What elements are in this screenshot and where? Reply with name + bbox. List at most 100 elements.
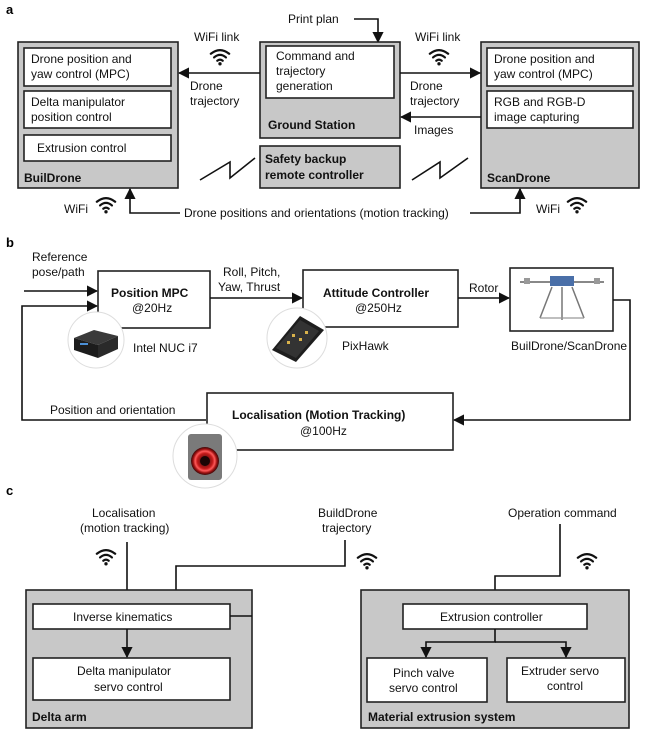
attitude-controller-box bbox=[302, 269, 459, 328]
panel-a: a Print plan Drone position and yaw cont… bbox=[6, 2, 640, 220]
reference-line2: pose/path bbox=[32, 265, 85, 279]
command-line3: generation bbox=[276, 79, 333, 93]
position-mpc-box bbox=[97, 270, 211, 329]
extrusion-control-module bbox=[23, 134, 172, 162]
panel-b: b Reference pose/path Position MPC @20Hz… bbox=[6, 235, 631, 489]
extrusion-system-title: Material extrusion system bbox=[368, 710, 515, 724]
command-line2: trajectory bbox=[276, 64, 325, 78]
wifi-link-left-label: WiFi link bbox=[194, 30, 240, 44]
intel-nuc-label: Intel NUC i7 bbox=[133, 341, 198, 355]
builddrone-mpc-line2: yaw control (MPC) bbox=[31, 67, 130, 81]
inverse-kinematics-label: Inverse kinematics bbox=[73, 610, 172, 624]
drone-traj-left-line1: Drone bbox=[190, 79, 223, 93]
builddrone-mpc-module bbox=[23, 47, 172, 87]
extruder-servo-box bbox=[506, 657, 626, 703]
ground-station-title: Ground Station bbox=[268, 118, 355, 132]
to-pinch-valve-arrow bbox=[420, 629, 496, 659]
builddrone-traj-line2: trajectory bbox=[322, 521, 371, 535]
reference-line1: Reference bbox=[32, 250, 88, 264]
rpyt-line2: Yaw, Thrust bbox=[218, 280, 281, 294]
wifi-right-label: WiFi bbox=[536, 202, 560, 216]
drone-traj-right-line1: Drone bbox=[410, 79, 443, 93]
safety-link-right-zigzag bbox=[411, 157, 469, 181]
localisation-label: Localisation (Motion Tracking) bbox=[232, 408, 405, 422]
scandrone-mpc-line1: Drone position and bbox=[494, 52, 595, 66]
drone-traj-right-line2: trajectory bbox=[410, 94, 459, 108]
panel-b-letter: b bbox=[6, 235, 14, 250]
intel-nuc-image bbox=[67, 311, 125, 369]
builddrone-title: BuilDrone bbox=[24, 171, 82, 185]
pinch-valve-box bbox=[366, 657, 488, 703]
command-line1: Command and bbox=[276, 49, 355, 63]
operation-command-label: Operation command bbox=[508, 506, 617, 520]
scandrone-title: ScanDrone bbox=[487, 171, 551, 185]
wifi-left-label: WiFi bbox=[64, 202, 88, 216]
pinch-valve-line2: servo control bbox=[389, 681, 458, 695]
extruder-servo-line2: control bbox=[547, 679, 583, 693]
pinch-valve-line1: Pinch valve bbox=[393, 666, 455, 680]
attitude-controller-label: Attitude Controller bbox=[323, 286, 429, 300]
localisation-rate: @100Hz bbox=[300, 424, 347, 438]
scandrone-mpc-line2: yaw control (MPC) bbox=[494, 67, 593, 81]
print-plan-label: Print plan bbox=[288, 12, 339, 26]
drone-label: BuilDrone/ScanDrone bbox=[511, 339, 627, 353]
rotor-label: Rotor bbox=[469, 281, 498, 295]
command-generation-module bbox=[265, 45, 395, 99]
extrusion-controller-box bbox=[402, 603, 588, 630]
panel-c-letter: c bbox=[6, 483, 13, 498]
feedback-right-arrow bbox=[452, 299, 631, 426]
safety-line2: remote controller bbox=[265, 168, 364, 182]
attitude-controller-rate: @250Hz bbox=[355, 301, 402, 315]
delta-servo-line2: servo control bbox=[94, 680, 163, 694]
builddrone-traj-line1: BuildDrone bbox=[318, 506, 378, 520]
trajectory-input-arrow bbox=[170, 540, 346, 605]
safety-backup-box bbox=[259, 145, 401, 189]
safety-link-left-zigzag bbox=[199, 157, 256, 181]
wifi-right-icon bbox=[566, 196, 588, 214]
extrusion-controller-label: Extrusion controller bbox=[440, 610, 543, 624]
wifi-trajectory-icon bbox=[356, 552, 378, 570]
pixhawk-image bbox=[266, 307, 328, 369]
image-capture-line1: RGB and RGB-D bbox=[494, 95, 586, 109]
feedback-left-arrow bbox=[21, 300, 206, 421]
wifi-link-right-icon bbox=[428, 48, 450, 66]
motion-tracking-arrow-right bbox=[470, 187, 526, 214]
delta-position-line2: position control bbox=[31, 110, 112, 124]
localisation-in-line2: (motion tracking) bbox=[80, 521, 169, 535]
wifi-link-right-label: WiFi link bbox=[415, 30, 461, 44]
delta-position-line1: Delta manipulator bbox=[31, 95, 125, 109]
print-plan-arrow bbox=[354, 18, 384, 44]
motion-tracking-label: Drone positions and orientations (motion… bbox=[184, 206, 449, 220]
builddrone-mpc-line1: Drone position and bbox=[31, 52, 132, 66]
position-mpc-rate: @20Hz bbox=[132, 301, 172, 315]
position-mpc-label: Position MPC bbox=[111, 286, 189, 300]
images-label: Images bbox=[414, 123, 453, 137]
rpyt-line1: Roll, Pitch, bbox=[223, 265, 280, 279]
image-capture-line2: image capturing bbox=[494, 110, 579, 124]
delta-arm-title: Delta arm bbox=[32, 710, 87, 724]
safety-line1: Safety backup bbox=[265, 152, 346, 166]
panel-a-letter: a bbox=[6, 2, 14, 17]
drone-image bbox=[520, 276, 604, 320]
wifi-link-left-icon bbox=[209, 48, 231, 66]
localisation-box bbox=[206, 392, 454, 451]
wifi-left-icon bbox=[95, 196, 117, 214]
position-orientation-label: Position and orientation bbox=[50, 403, 175, 417]
scandrone-mpc-module bbox=[486, 47, 634, 87]
motion-tracking-arrow-left bbox=[124, 187, 180, 214]
delta-position-module bbox=[23, 90, 172, 129]
wifi-command-icon bbox=[576, 552, 598, 570]
panel-c: c Localisation (motion tracking) BuildDr… bbox=[6, 483, 630, 729]
delta-servo-line1: Delta manipulator bbox=[77, 664, 171, 678]
delta-servo-box bbox=[32, 657, 231, 701]
extrusion-control-label: Extrusion control bbox=[37, 141, 126, 155]
wifi-localisation-icon bbox=[95, 548, 117, 566]
drone-traj-left-line2: trajectory bbox=[190, 94, 239, 108]
localisation-in-line1: Localisation bbox=[92, 506, 155, 520]
extruder-servo-line1: Extruder servo bbox=[521, 664, 599, 678]
inverse-kinematics-box bbox=[32, 603, 231, 630]
motion-camera-image bbox=[172, 423, 238, 489]
image-capture-module bbox=[486, 90, 634, 129]
to-extruder-servo-arrow bbox=[495, 641, 572, 659]
